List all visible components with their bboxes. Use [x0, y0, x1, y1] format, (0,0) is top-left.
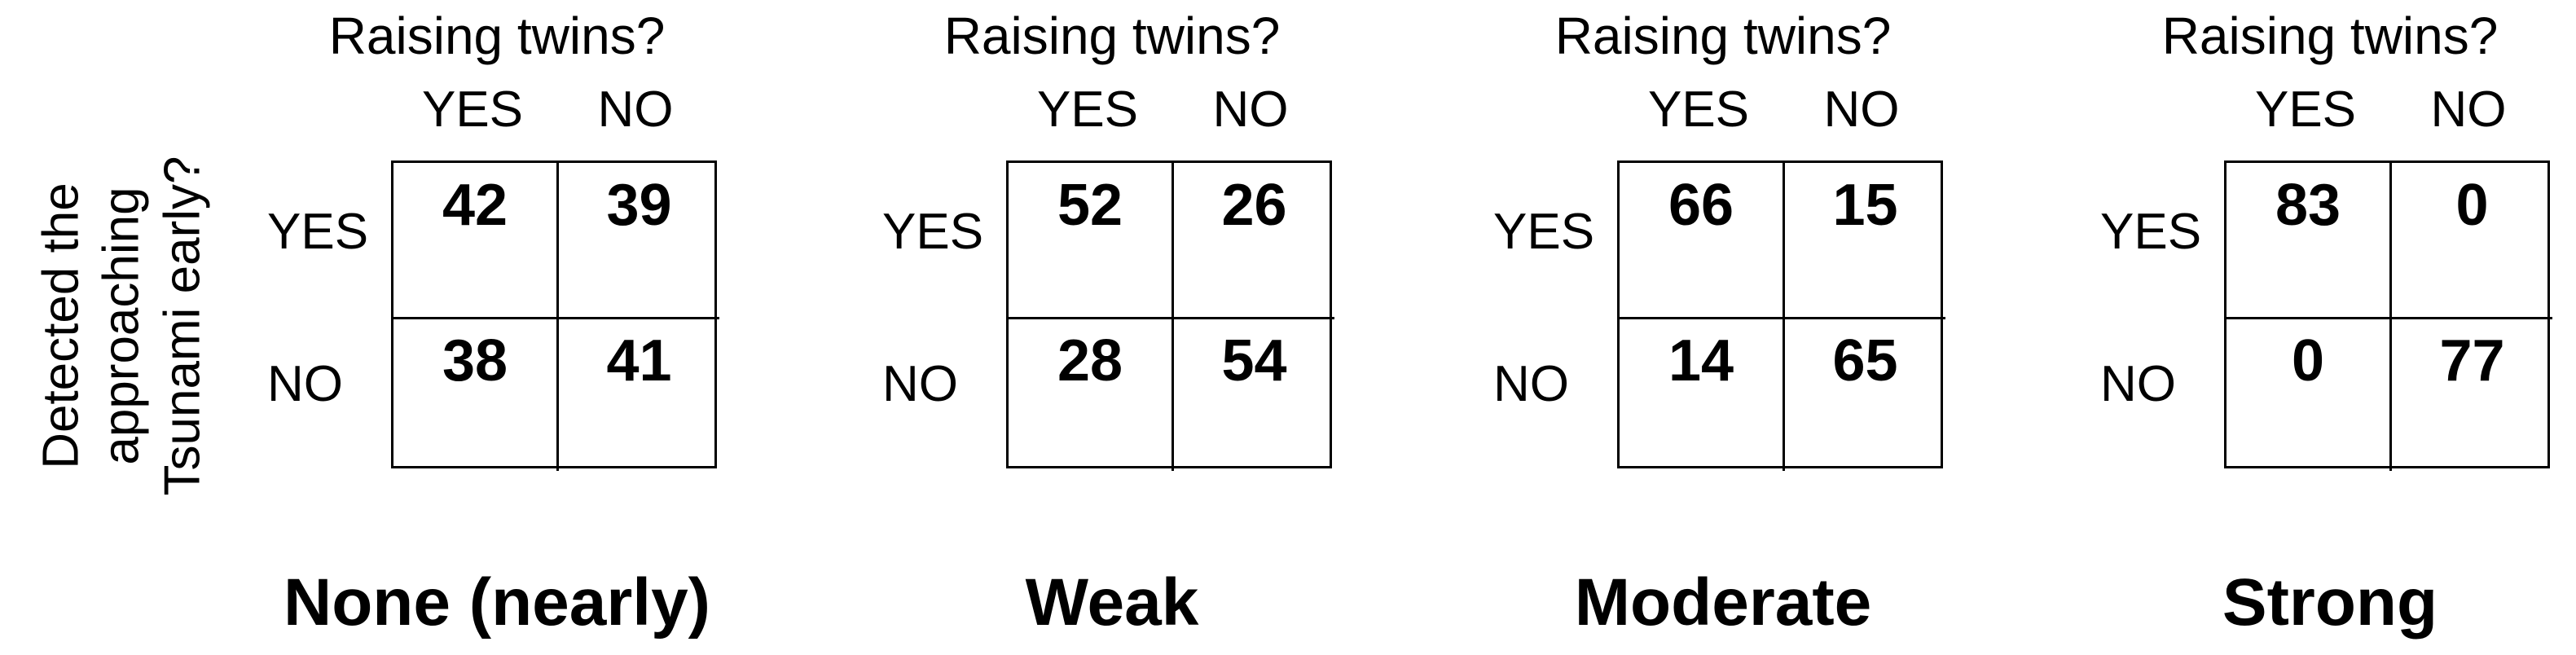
matrix-cell-value: 26	[1172, 163, 1334, 317]
matrix-cell-value: 0	[2227, 317, 2389, 471]
column-label: NO	[2430, 81, 2507, 138]
panel-title: Raising twins?	[1554, 7, 1892, 65]
association-strength-label: Strong	[2222, 565, 2438, 640]
row-label: YES	[2100, 204, 2202, 260]
matrix-cell-value: 77	[2389, 317, 2552, 471]
matrix-cell-value: 38	[393, 317, 556, 471]
row-label: YES	[267, 204, 369, 260]
column-label: NO	[1212, 81, 1289, 138]
panel-title: Raising twins?	[943, 7, 1281, 65]
panel-title: Raising twins?	[328, 7, 666, 65]
row-label: NO	[1493, 356, 1569, 412]
column-label: YES	[2254, 81, 2357, 138]
row-label: YES	[1493, 204, 1595, 260]
matrix-cell-value: 83	[2275, 173, 2341, 238]
association-strength-label: Weak	[1025, 565, 1199, 640]
matrix-cell-value: 39	[556, 163, 719, 317]
matrix-cell-value: 54	[1172, 317, 1334, 471]
matrix-cell-value: 0	[2389, 163, 2552, 317]
matrix-cell-value: 65	[1783, 317, 1945, 471]
matrix-cell-value: 41	[556, 317, 719, 471]
y-axis-label: Detected the approaching Tsunami early?	[33, 156, 211, 496]
column-label: NO	[1823, 81, 1900, 138]
matrix-cell-value: 15	[1783, 163, 1945, 317]
association-strength-label: None (nearly)	[284, 565, 710, 640]
matrix-cell-value: 14	[1620, 317, 1783, 471]
matrix-cell-value: 42	[442, 173, 508, 238]
column-label: YES	[421, 81, 524, 138]
matrix-cell-value: 66	[1668, 173, 1734, 238]
column-label: YES	[1036, 81, 1139, 138]
matrix-cell-value: 52	[1057, 173, 1123, 238]
matrix-cell-value: 28	[1009, 317, 1172, 471]
row-label: NO	[267, 356, 343, 412]
panel-title: Raising twins?	[2161, 7, 2499, 65]
column-label: YES	[1647, 81, 1750, 138]
row-label: NO	[882, 356, 958, 412]
row-label: NO	[2100, 356, 2176, 412]
column-label: NO	[597, 81, 674, 138]
association-strength-label: Moderate	[1574, 565, 1872, 640]
row-label: YES	[882, 204, 984, 260]
